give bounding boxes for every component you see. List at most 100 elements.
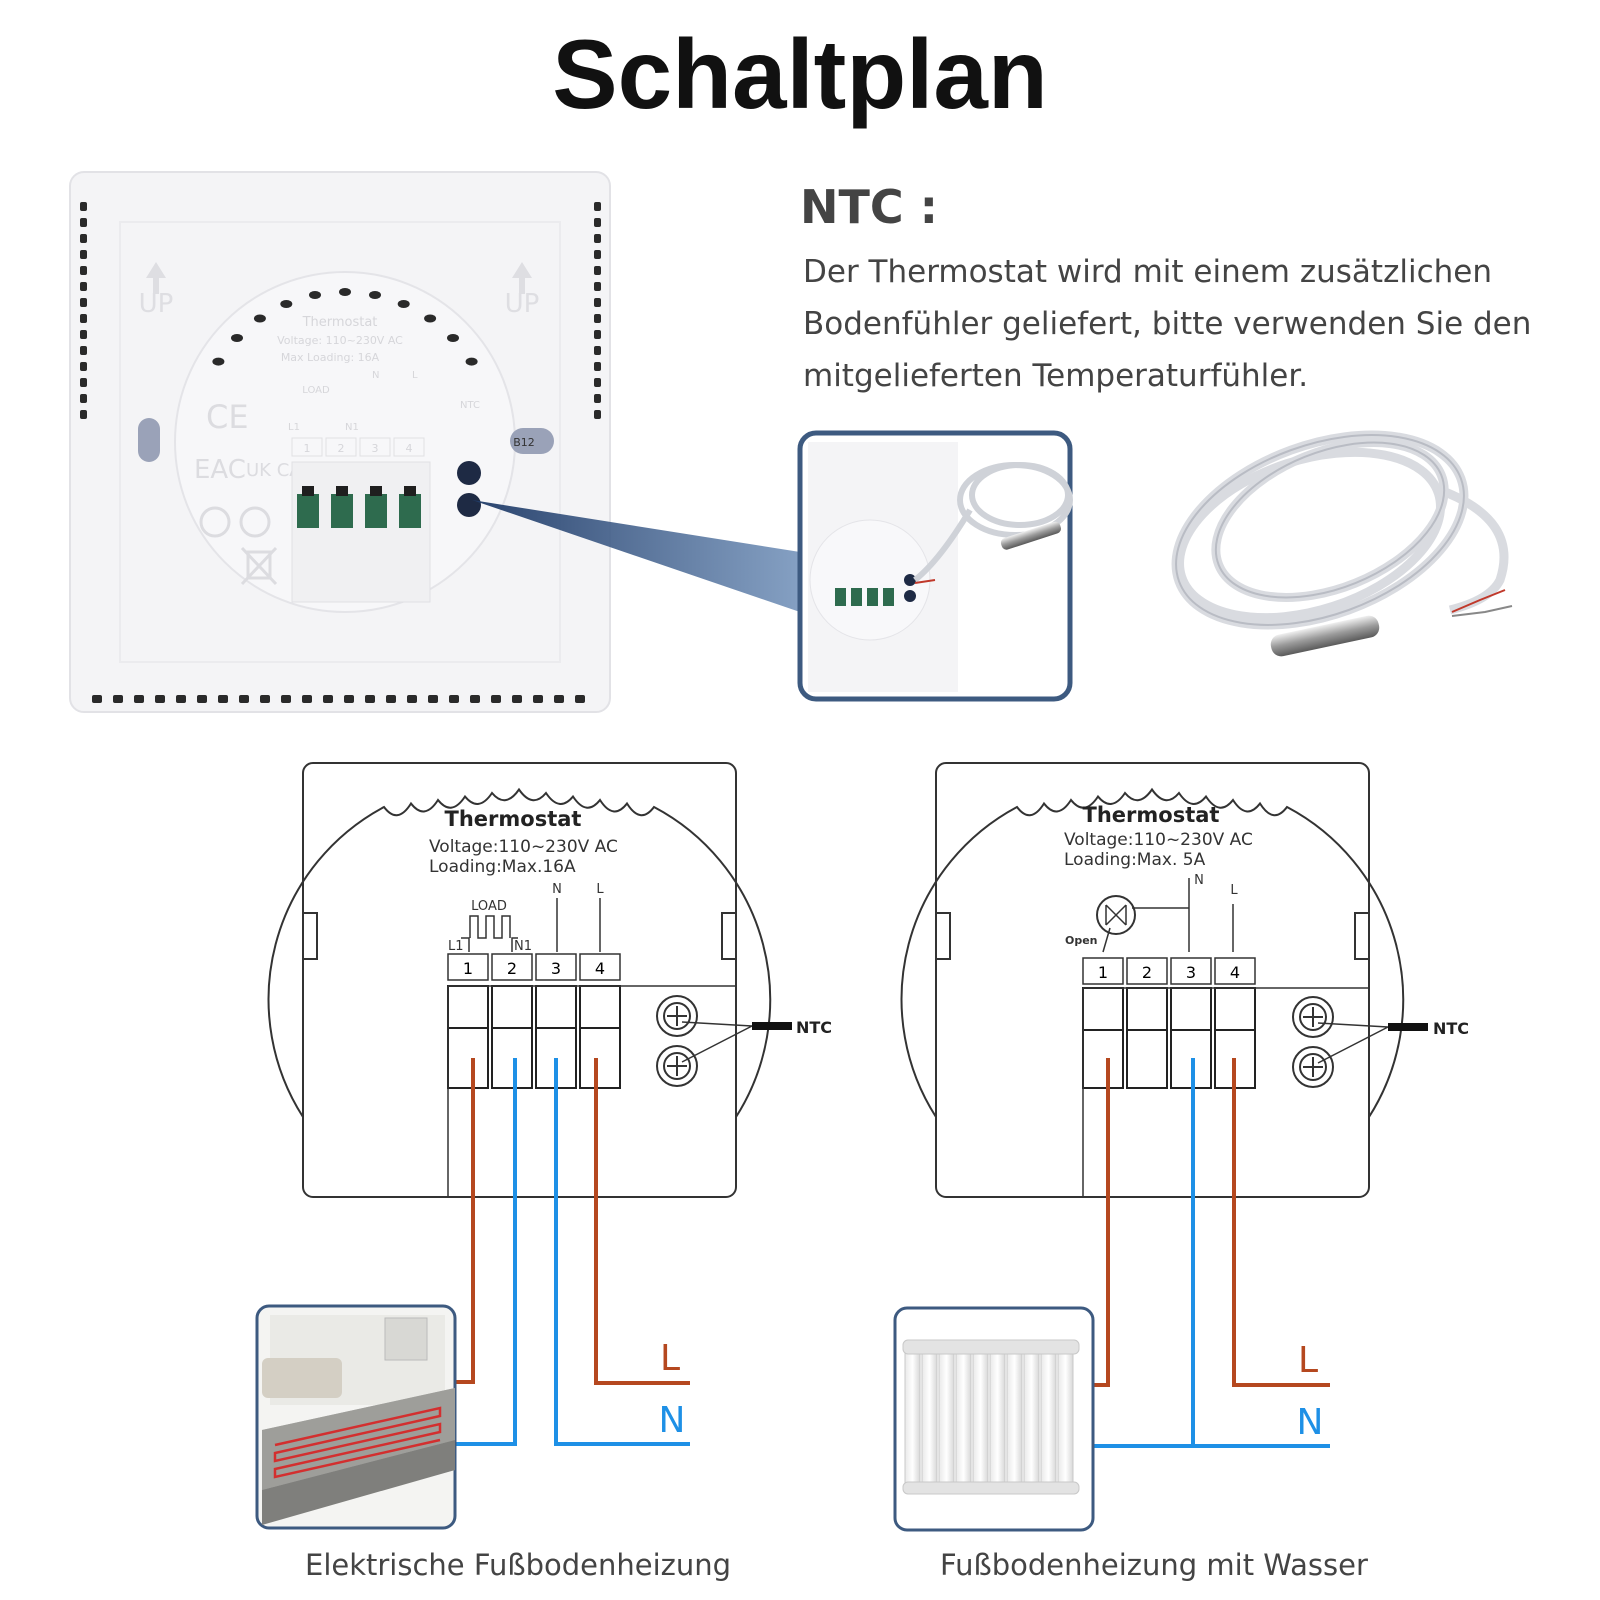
electric-title: Thermostat (445, 807, 582, 831)
zoom-inset-screw-bottom (904, 590, 916, 602)
sensor-grey-wire (1451, 605, 1513, 617)
electric-l-label: L (596, 882, 604, 897)
electric-terminal-4: 4 (595, 959, 605, 978)
thermostat-back-photo: B12 UP UP Thermostat Voltage: 110~230V A… (69, 171, 611, 713)
radiator-fin (989, 1344, 1006, 1491)
floor-photo-sofa (262, 1358, 342, 1398)
radiator-fin (904, 1344, 921, 1491)
water-wire-supply-l (1232, 1058, 1330, 1387)
floor-photo-heating-cable (273, 1406, 442, 1479)
electric-terminal-block (447, 985, 621, 1089)
water-terminal-4: 4 (1230, 963, 1240, 982)
electric-terminal-3: 3 (551, 959, 561, 978)
electric-load-label: LOAD (471, 899, 507, 914)
print-terminal-1: 1 (304, 442, 311, 455)
water-module-outline (900, 787, 1405, 1118)
radiator-fin (955, 1344, 972, 1491)
print-n1: N1 (345, 422, 359, 433)
water-internal-leads (1102, 878, 1234, 953)
zoom-inset-screw-top (904, 574, 916, 586)
electric-heating-load-icon (469, 915, 511, 939)
zoom-inset-probe (1000, 521, 1061, 550)
radiator-fin (921, 1344, 938, 1491)
water-ntc-sensor-icon (1388, 1023, 1428, 1031)
water-block-outline (1082, 987, 1369, 1197)
water-ntc-screw-top (1292, 996, 1334, 1038)
print-terminal-3: 3 (372, 442, 379, 455)
vent-slots (80, 202, 601, 703)
water-terminal-1: 1 (1098, 963, 1108, 982)
water-ntc-leads (1317, 1022, 1389, 1064)
sensor-cable-coil (1171, 430, 1509, 630)
page-title: Schaltplan (552, 19, 1048, 129)
electric-ntc-screw-top (656, 995, 698, 1037)
zoom-inset (797, 430, 1073, 702)
recycle-arrows-icon (239, 506, 271, 538)
ntc-description-line-1: Der Thermostat wird mit einem zusätzlich… (803, 254, 1492, 290)
radiator-fin (1006, 1344, 1023, 1491)
electric-wire-supply-n (554, 1058, 690, 1446)
electric-ntc-sensor-icon (752, 1022, 792, 1030)
up-arrow-right-icon (512, 262, 532, 294)
print-voltage: Voltage: 110~230V AC (277, 334, 403, 347)
print-load-label: LOAD (302, 385, 330, 396)
green-terminals (297, 486, 421, 528)
floor-photo-base (262, 1440, 455, 1525)
terminal-block (291, 461, 431, 603)
module-ventilation-holes (212, 288, 478, 366)
water-voltage: Voltage:110~230V AC (1064, 830, 1253, 850)
electric-module-outline (267, 787, 772, 1118)
radiator-bottom-manifold (902, 1481, 1080, 1495)
water-ntc-label: NTC (1433, 1019, 1469, 1038)
ntc-screw-bottom (457, 493, 481, 517)
electric-loading: Loading:Max.16A (429, 857, 576, 877)
print-terminal-2: 2 (338, 442, 345, 455)
print-terminal-numbers: 1 2 3 4 (291, 437, 425, 457)
radiator-fins (902, 1339, 1080, 1495)
eac-mark: EAC (194, 455, 246, 485)
electric-supply-l-label: L (660, 1338, 680, 1379)
radiator-fin (938, 1344, 955, 1491)
print-terminal-4: 4 (406, 442, 413, 455)
electric-voltage: Voltage:110~230V AC (429, 837, 618, 857)
sensor-red-wire (1451, 589, 1506, 613)
floor-photo-window (384, 1317, 428, 1361)
electric-wire-supply-l (594, 1058, 690, 1385)
up-label-right: UP (505, 289, 540, 319)
water-terminal-2: 2 (1142, 963, 1152, 982)
floor-photo-mat (262, 1388, 455, 1490)
water-radiator-photo (893, 1306, 1095, 1532)
wiring-diagram-electric: Thermostat Voltage:110~230V AC Loading:M… (267, 762, 832, 1198)
water-n-label: N (1194, 873, 1204, 888)
ukca-mark: UK CA (246, 460, 302, 481)
water-open-label: Open (1065, 934, 1098, 947)
zoom-beam (472, 500, 800, 612)
water-valve-actuator-icon (1096, 895, 1136, 935)
badge-label: B12 (513, 436, 535, 449)
zoom-inset-red-wire (914, 579, 936, 584)
right-clip-slot (510, 428, 554, 454)
print-l1: L1 (288, 422, 300, 433)
print-loading: Max Loading: 16A (281, 351, 380, 364)
ce-mark: CE (206, 398, 249, 436)
electric-ntc-label: NTC (796, 1018, 832, 1037)
up-arrow-left-icon (146, 262, 166, 294)
water-supply-n-label: N (1297, 1402, 1324, 1443)
electric-external-wires (455, 1058, 690, 1446)
electric-n-label: N (552, 882, 562, 897)
water-l-label: L (1230, 883, 1238, 898)
back-inner-frame (119, 221, 561, 663)
zoom-inset-terminals (835, 588, 894, 606)
electric-terminal-numbers: 1 2 3 4 (447, 953, 621, 981)
ntc-heading: NTC : (800, 180, 939, 234)
water-right-clip (1354, 912, 1370, 960)
ntc-description: Der Thermostat wird mit einem zusätzlich… (803, 246, 1583, 402)
ntc-screw-top (457, 461, 481, 485)
up-label-left: UP (139, 289, 174, 319)
ntc-description-line-3: mitgelieferten Temperaturfühler. (803, 358, 1309, 394)
water-left-clip (935, 912, 951, 960)
sensor-probe (1270, 615, 1380, 657)
ntc-sensor-cable-photo (1171, 430, 1513, 657)
electric-wire-load-n1 (455, 1058, 517, 1446)
